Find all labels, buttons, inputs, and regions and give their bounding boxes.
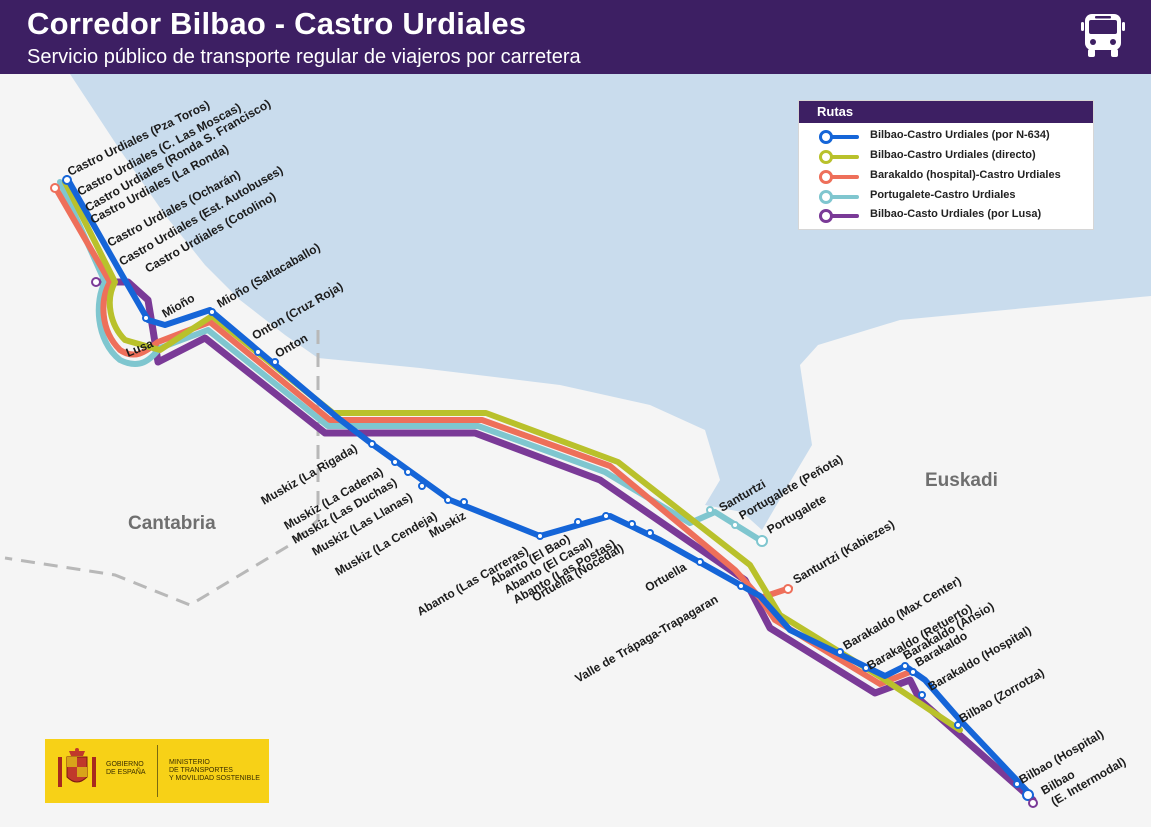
route-swatch bbox=[819, 175, 859, 179]
legend-label: Bilbao-Casto Urdiales (por Lusa) bbox=[870, 208, 1042, 220]
region-boundary bbox=[4, 330, 320, 607]
route-map: Cantabria Euskadi bbox=[4, 74, 1151, 809]
stop-dot[interactable] bbox=[142, 314, 150, 322]
stop-dot[interactable] bbox=[1028, 798, 1038, 808]
legend-label: Barakaldo (hospital)-Castro Urdiales bbox=[870, 169, 1061, 181]
route-blue bbox=[64, 175, 1031, 795]
route-dot bbox=[819, 209, 833, 223]
stop-dot[interactable] bbox=[836, 648, 844, 656]
legend-item[interactable]: Bilbao-Casto Urdiales (por Lusa) bbox=[799, 206, 1093, 225]
stop-dot[interactable] bbox=[91, 277, 101, 287]
stop-dot[interactable] bbox=[602, 512, 610, 520]
stop-dot[interactable] bbox=[536, 532, 544, 540]
stop-dot[interactable] bbox=[254, 348, 262, 356]
route-yellow bbox=[62, 179, 963, 733]
routes-layer bbox=[52, 175, 1037, 804]
routes-legend: Rutas Bilbao-Castro Urdiales (por N-634)… bbox=[798, 100, 1094, 230]
route-dot bbox=[819, 190, 833, 204]
station-label: Santurtzi (Kabiezes) bbox=[791, 517, 897, 586]
stop-dot[interactable] bbox=[696, 558, 704, 566]
bus-icon bbox=[1081, 14, 1125, 57]
route-dot bbox=[819, 170, 833, 184]
stop-dot[interactable] bbox=[574, 518, 582, 526]
stop-dot[interactable] bbox=[628, 520, 636, 528]
stop-dot[interactable] bbox=[271, 358, 279, 366]
route-purple bbox=[91, 278, 1037, 804]
legend-item[interactable]: Bilbao-Castro Urdiales (por N-634) bbox=[799, 127, 1093, 146]
stop-dot[interactable] bbox=[862, 664, 870, 672]
legend-label: Bilbao-Castro Urdiales (por N-634) bbox=[870, 129, 1050, 141]
logo-divider bbox=[157, 745, 158, 797]
route-swatch bbox=[819, 135, 859, 139]
region-cantabria: Cantabria bbox=[128, 513, 216, 534]
page-subtitle: Servicio público de transporte regular d… bbox=[27, 46, 581, 68]
header-bar: Corredor Bilbao - Castro Urdiales Servic… bbox=[0, 0, 1151, 74]
stop-dot[interactable] bbox=[954, 721, 962, 729]
stop-dot[interactable] bbox=[460, 498, 468, 506]
route-teal bbox=[57, 179, 763, 543]
stop-dot[interactable] bbox=[646, 529, 654, 537]
government-logo: GOBIERNO DE ESPAÑA MINISTERIO DE TRANSPO… bbox=[45, 739, 269, 803]
stop-dot[interactable] bbox=[918, 691, 926, 699]
stop-dot[interactable] bbox=[901, 662, 909, 670]
gov-line-2: DE ESPAÑA bbox=[106, 769, 146, 776]
stop-dot[interactable] bbox=[783, 584, 793, 594]
stop-dot[interactable] bbox=[444, 496, 452, 504]
legend-item[interactable]: Bilbao-Castro Urdiales (directo) bbox=[799, 147, 1093, 166]
route-swatch bbox=[819, 214, 859, 218]
stop-dot[interactable] bbox=[1022, 789, 1034, 801]
route-dot bbox=[819, 150, 833, 164]
legend-item[interactable]: Portugalete-Castro Urdiales bbox=[799, 187, 1093, 206]
page-title: Corredor Bilbao - Castro Urdiales bbox=[27, 6, 527, 41]
stop-dot[interactable] bbox=[909, 668, 917, 676]
legend-label: Bilbao-Castro Urdiales (directo) bbox=[870, 149, 1036, 161]
coat-of-arms-icon bbox=[58, 748, 96, 787]
legend-title: Rutas bbox=[799, 101, 1093, 123]
stop-dot[interactable] bbox=[756, 535, 768, 547]
station-label: Muskiz (La Cendeja) bbox=[333, 509, 440, 579]
stop-dot[interactable] bbox=[737, 582, 745, 590]
station-dots bbox=[50, 175, 1038, 808]
stop-dot[interactable] bbox=[418, 482, 426, 490]
stop-dot[interactable] bbox=[62, 175, 72, 185]
stop-dot[interactable] bbox=[50, 183, 60, 193]
legend-label: Portugalete-Castro Urdiales bbox=[870, 189, 1016, 201]
ministry-name: MINISTERIO DE TRANSPORTES Y MOVILIDAD SO… bbox=[169, 759, 260, 782]
stop-dot[interactable] bbox=[731, 521, 739, 529]
stop-dot[interactable] bbox=[368, 440, 376, 448]
station-label: Valle de Trápaga-Trapagaran bbox=[573, 592, 721, 685]
stop-dot[interactable] bbox=[208, 308, 216, 316]
stop-dot[interactable] bbox=[404, 468, 412, 476]
stop-dot[interactable] bbox=[706, 506, 714, 514]
route-dot bbox=[819, 130, 833, 144]
route-swatch bbox=[819, 195, 859, 199]
station-label: Ortuella bbox=[643, 560, 690, 595]
stop-dot[interactable] bbox=[391, 458, 399, 466]
station-label: Bilbao (Zorrotza) bbox=[957, 665, 1047, 725]
legend-item[interactable]: Barakaldo (hospital)-Castro Urdiales bbox=[799, 167, 1093, 186]
stop-dot[interactable] bbox=[1013, 780, 1021, 788]
route-swatch bbox=[819, 155, 859, 159]
region-euskadi: Euskadi bbox=[925, 470, 998, 491]
gov-line-1: GOBIERNO bbox=[106, 761, 144, 768]
